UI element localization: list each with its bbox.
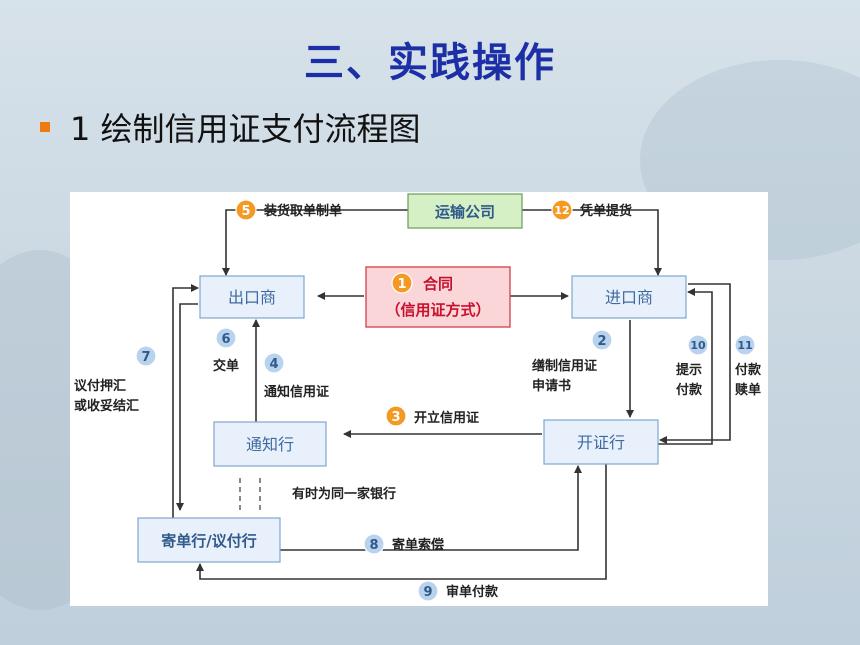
step-number-2: 2: [597, 334, 606, 349]
step-label-4: 通知信用证: [264, 384, 329, 400]
step-label-12: 凭单提货: [579, 203, 632, 219]
arrow-step5: [222, 209, 408, 276]
step-number-4: 4: [269, 357, 278, 372]
same-bank-dashes: [239, 478, 261, 514]
node-issuing-bank: 开证行: [543, 419, 659, 465]
arrow-step10: [658, 288, 713, 445]
node-transport: 运输公司: [407, 193, 523, 229]
bullet-square-icon: [40, 122, 50, 132]
step-label-10-line2: 付款: [676, 382, 703, 398]
step-label-2-line1: 缮制信用证: [532, 358, 597, 374]
step-label-5: 装货取单制单: [263, 203, 342, 219]
node-transport-label: 运输公司: [435, 203, 495, 221]
node-exporter: 出口商: [199, 275, 305, 319]
step-label-2-line2: 申请书: [532, 378, 571, 394]
node-negotiating-bank-label: 寄单行/议付行: [161, 532, 256, 550]
step-badge-1: [391, 272, 413, 294]
node-advising-bank-label: 通知行: [246, 435, 294, 454]
step-number-6: 6: [221, 332, 230, 347]
connectors: [172, 209, 731, 580]
step-badge-7: [135, 345, 157, 367]
step-number-12: 12: [554, 204, 569, 217]
step-label-6: 交单: [213, 358, 239, 374]
step-number-3: 3: [391, 410, 400, 425]
arrow-step11: [659, 283, 731, 444]
node-contract-line1: 合同: [422, 275, 453, 293]
step-number-7: 7: [141, 350, 150, 365]
step-badge-10: [687, 334, 709, 356]
step-label-9: 审单付款: [446, 584, 499, 600]
node-importer: 进口商: [571, 275, 687, 319]
step-number-1: 1: [397, 277, 406, 292]
node-exporter-label: 出口商: [228, 288, 276, 307]
step-badge-5: [235, 199, 257, 221]
node-importer-label: 进口商: [605, 288, 653, 307]
same-bank-note: 有时为同一家银行: [292, 486, 396, 502]
arrow-step7-up: [172, 284, 199, 522]
bullet-text: 1 绘制信用证支付流程图: [70, 110, 421, 148]
step-label-11-line2: 赎单: [735, 382, 761, 398]
step-badge-11: [734, 334, 756, 356]
node-negotiating-bank: 寄单行/议付行: [137, 517, 281, 563]
step-number-5: 5: [241, 204, 250, 219]
slide-title: 三、实践操作: [304, 40, 556, 86]
step-number-8: 8: [369, 538, 378, 553]
node-advising-bank: 通知行: [213, 421, 327, 467]
step-label-10-line1: 提示: [676, 362, 702, 378]
flowchart-panel: 运输公司 出口商 1 合同 （信用证方式） 进口商 通知行 开证行 寄单行/议付…: [70, 192, 768, 606]
step-badge-12: [551, 199, 573, 221]
step-number-9: 9: [423, 585, 432, 600]
step-badge-6: [215, 327, 237, 349]
lc-flowchart: 运输公司 出口商 1 合同 （信用证方式） 进口商 通知行 开证行 寄单行/议付…: [74, 193, 762, 602]
step-label-7-line1: 议付押汇: [74, 378, 126, 394]
step-badge-2: [591, 329, 613, 351]
node-contract: 1 合同 （信用证方式）: [365, 266, 511, 328]
node-contract-line2: （信用证方式）: [385, 301, 490, 319]
step-label-8: 寄单索偿: [392, 537, 444, 553]
bullet-item: 1 绘制信用证支付流程图: [40, 104, 421, 150]
step-badge-4: [263, 352, 285, 374]
arrow-step7-down: [176, 303, 198, 511]
arrow-step12: [522, 209, 662, 276]
step-badge-8: [363, 533, 385, 555]
step-number-11: 11: [737, 339, 752, 352]
step-label-11-line1: 付款: [735, 362, 762, 378]
step-label-7-line2: 或收妥结汇: [74, 398, 139, 414]
node-issuing-bank-label: 开证行: [577, 433, 625, 452]
step-number-10: 10: [690, 339, 706, 352]
arrow-step9: [196, 464, 607, 580]
step-badge-3: [385, 405, 407, 427]
step-badge-9: [417, 580, 439, 602]
step-label-3: 开立信用证: [414, 410, 479, 426]
